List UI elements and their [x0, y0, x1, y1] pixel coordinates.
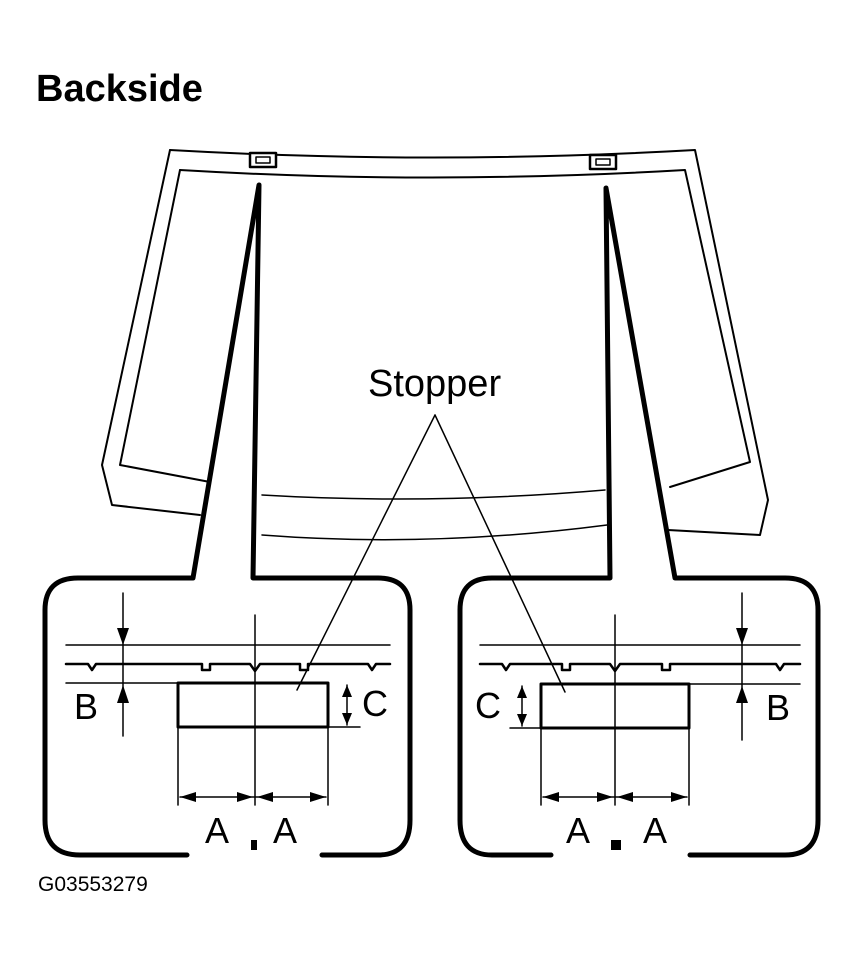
left-b-label: B: [74, 686, 98, 727]
right-a-label-2: A: [643, 810, 667, 851]
detail-callout-left: [42, 182, 413, 858]
left-a-arrow-4: [310, 792, 326, 802]
diagram-title: Backside: [36, 68, 203, 110]
right-a-arrow-4: [671, 792, 687, 802]
left-b-arrow-down: [117, 628, 129, 645]
left-a-arrow-3: [257, 792, 273, 802]
right-glass-edge: [478, 662, 802, 673]
left-a-arrow-1: [180, 792, 196, 802]
right-a-center-mark: [611, 840, 621, 850]
right-a-arrow-1: [543, 792, 559, 802]
left-glass-edge: [64, 662, 392, 673]
left-a-arrow-2: [237, 792, 253, 802]
windshield-outer-outline-left: [101, 149, 201, 516]
left-b-arrow-up: [117, 685, 129, 703]
left-a-center-mark: [251, 840, 257, 850]
left-a-label-2: A: [273, 810, 297, 851]
windshield-lower-curve-1: [261, 489, 606, 500]
windshield-inner-outline-left: [119, 169, 211, 483]
left-c-arrow-up: [342, 685, 352, 697]
right-c-arrow-down: [517, 714, 527, 726]
right-a-arrow-3: [617, 792, 633, 802]
right-c-arrow-up: [517, 686, 527, 698]
right-b-arrow-up: [736, 686, 748, 703]
stopper-label: Stopper: [368, 363, 501, 405]
stopper-clip-right-inner: [595, 158, 611, 166]
stopper-clip-left-inner: [255, 156, 271, 164]
left-c-label: C: [362, 683, 388, 724]
stopper-clip-left: [248, 151, 278, 169]
windshield-lower-curve-2: [261, 524, 608, 541]
right-stopper-block: [539, 682, 691, 730]
right-b-arrow-down: [736, 628, 748, 645]
detail-callout-right: [457, 185, 821, 858]
stopper-clip-right: [588, 153, 618, 171]
left-a-label-1: A: [205, 810, 229, 851]
right-b-label: B: [766, 687, 790, 728]
left-stopper-block: [176, 681, 330, 729]
windshield-inner-outline: [179, 169, 751, 488]
left-c-arrow-down: [342, 713, 352, 725]
right-a-arrow-2: [597, 792, 613, 802]
right-c-label: C: [475, 685, 501, 726]
right-a-label-1: A: [566, 810, 590, 851]
stopper-leader-right: [434, 414, 566, 693]
figure-code: G03553279: [38, 873, 148, 896]
stopper-leader-left: [296, 414, 436, 691]
